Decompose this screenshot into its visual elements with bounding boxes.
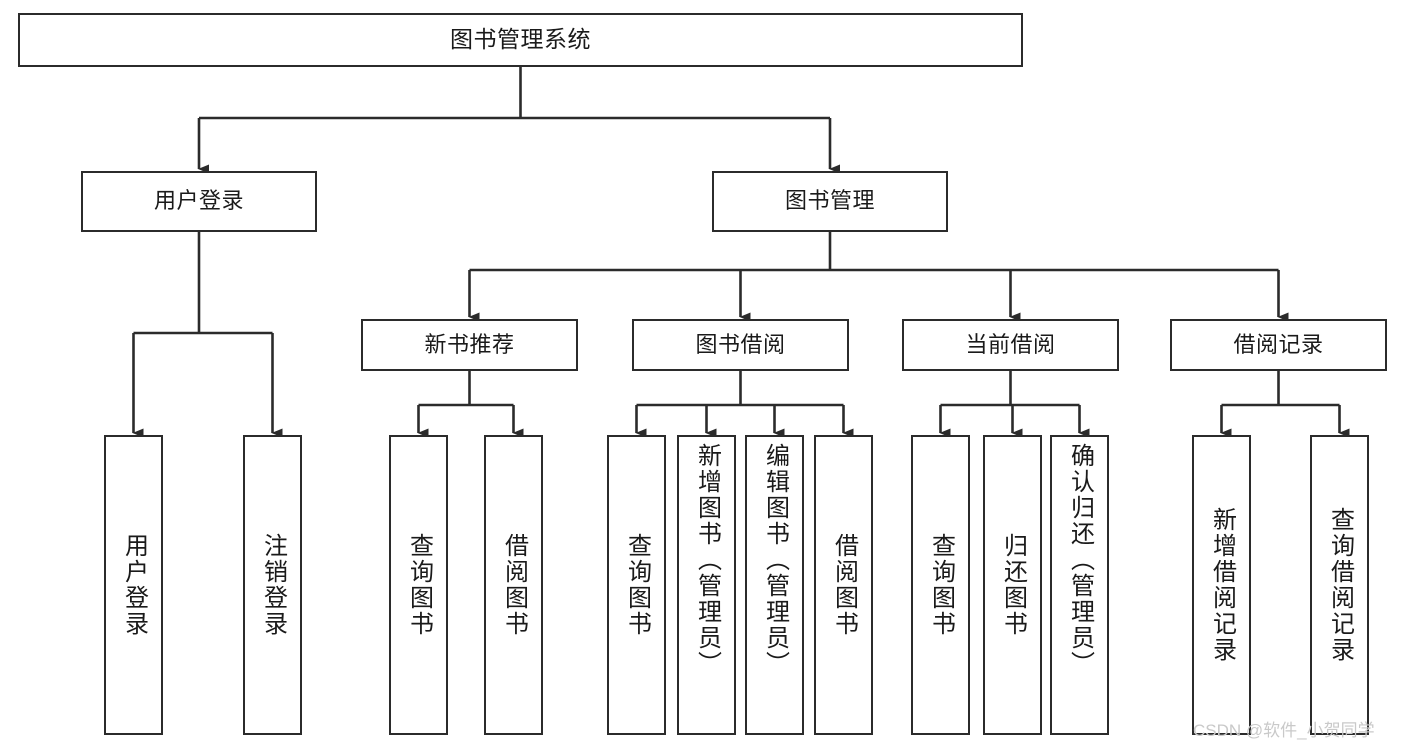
node-root[interactable]: 图书管理系统 [18, 13, 1023, 67]
node-label-l-b1: 借阅图书 [500, 533, 528, 637]
node-l-addrec[interactable]: 新增借阅记录 [1192, 435, 1251, 735]
node-label-l-add: 新增图书（管理员） [693, 443, 721, 677]
node-label-l-logout: 注销登录 [259, 533, 287, 637]
node-current[interactable]: 当前借阅 [902, 319, 1119, 371]
node-label-l-q2: 查询图书 [623, 533, 651, 637]
node-label-login: 用户登录 [153, 188, 244, 214]
node-label-l-addrec: 新增借阅记录 [1208, 507, 1236, 663]
node-label-borrow: 图书借阅 [695, 331, 786, 357]
node-label-l-b2: 借阅图书 [830, 533, 858, 637]
node-label-current: 当前借阅 [965, 331, 1056, 357]
node-login[interactable]: 用户登录 [81, 171, 317, 232]
node-label-newbook: 新书推荐 [424, 331, 515, 357]
node-label-l-qrec: 查询借阅记录 [1326, 507, 1354, 663]
node-newbook[interactable]: 新书推荐 [361, 319, 578, 371]
node-l-add[interactable]: 新增图书（管理员） [677, 435, 736, 735]
node-label-l-q3: 查询图书 [927, 533, 955, 637]
node-records[interactable]: 借阅记录 [1170, 319, 1387, 371]
node-label-l-edit: 编辑图书（管理员） [761, 443, 789, 677]
node-l-confirm[interactable]: 确认归还（管理员） [1050, 435, 1109, 735]
node-label-l-return: 归还图书 [999, 533, 1027, 637]
node-l-logout[interactable]: 注销登录 [243, 435, 302, 735]
node-l-qrec[interactable]: 查询借阅记录 [1310, 435, 1369, 735]
node-label-l-q1: 查询图书 [405, 533, 433, 637]
node-l-return[interactable]: 归还图书 [983, 435, 1042, 735]
node-label-l-login: 用户登录 [120, 533, 148, 637]
node-l-b2[interactable]: 借阅图书 [814, 435, 873, 735]
node-borrow[interactable]: 图书借阅 [632, 319, 849, 371]
node-label-l-confirm: 确认归还（管理员） [1066, 443, 1094, 677]
node-label-root: 图书管理系统 [450, 26, 591, 53]
node-l-q2[interactable]: 查询图书 [607, 435, 666, 735]
csdn-watermark: CSDN @软件_小贺同学 [1193, 721, 1375, 740]
node-label-records: 借阅记录 [1233, 331, 1324, 357]
node-l-login[interactable]: 用户登录 [104, 435, 163, 735]
node-l-q3[interactable]: 查询图书 [911, 435, 970, 735]
node-l-q1[interactable]: 查询图书 [389, 435, 448, 735]
node-bookmgmt[interactable]: 图书管理 [712, 171, 948, 232]
node-l-b1[interactable]: 借阅图书 [484, 435, 543, 735]
node-l-edit[interactable]: 编辑图书（管理员） [745, 435, 804, 735]
node-label-bookmgmt: 图书管理 [784, 188, 875, 214]
